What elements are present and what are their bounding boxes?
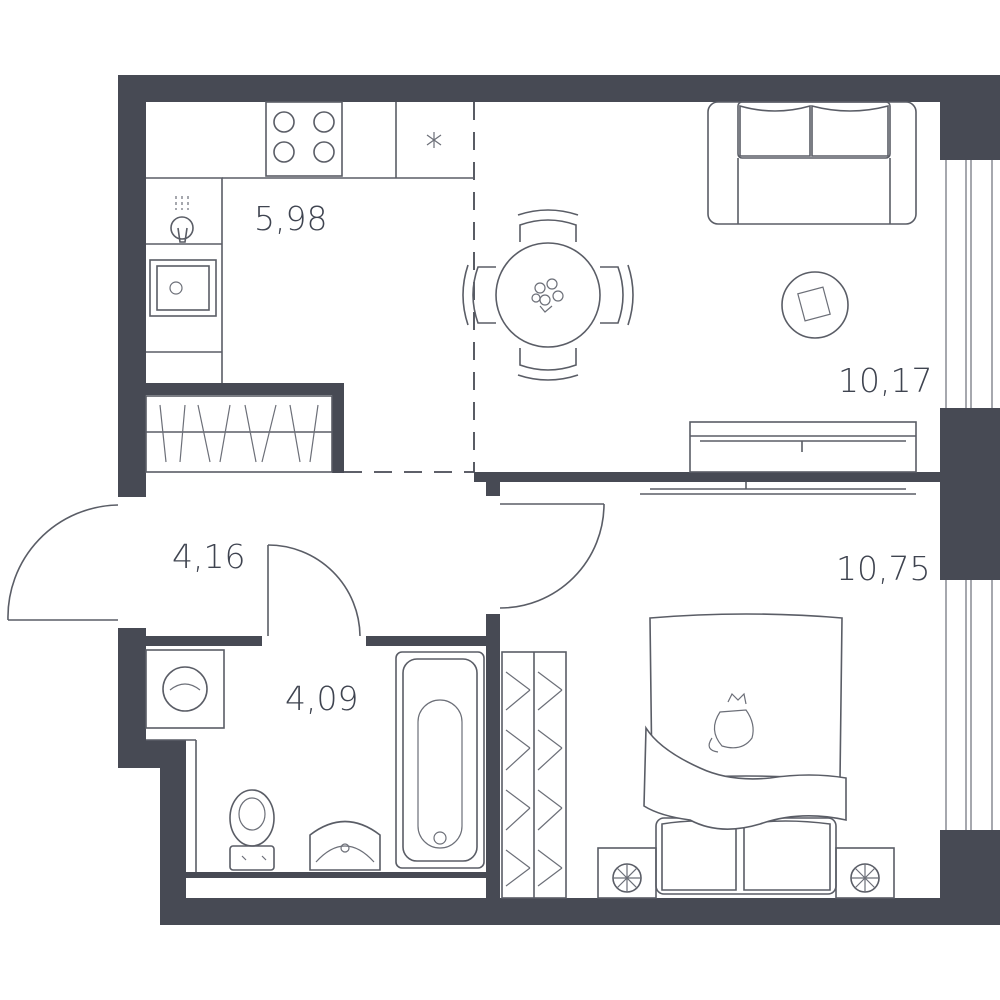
flowers-icon xyxy=(531,278,564,313)
kitchen-counter xyxy=(146,177,474,383)
chair-icon xyxy=(462,264,496,326)
tv-icon xyxy=(689,421,917,473)
cat-icon xyxy=(708,692,754,753)
walls xyxy=(118,75,1000,925)
bathtub-icon xyxy=(395,651,485,869)
fridge-icon xyxy=(395,102,442,178)
chair-icon xyxy=(517,209,579,242)
window-icon xyxy=(943,160,997,408)
bathroom-area-label: 4,09 xyxy=(285,679,358,718)
bedroom-area-label: 10,75 xyxy=(836,549,930,588)
door-icon xyxy=(7,504,119,621)
stove-icon xyxy=(265,101,343,177)
bedside-table-icon xyxy=(597,847,657,899)
chair-icon xyxy=(517,348,579,381)
washing-machine-icon xyxy=(145,649,225,729)
wardrobe-icon xyxy=(145,395,333,473)
faucet-icon xyxy=(146,196,222,245)
hall-area-label: 4,16 xyxy=(172,537,245,576)
door-icon xyxy=(267,544,361,637)
bedside-table-icon xyxy=(835,847,895,899)
sink-icon xyxy=(149,259,217,317)
round-table-icon xyxy=(495,242,601,348)
kitchen-area-label: 5,98 xyxy=(254,199,327,238)
coffee-table-icon xyxy=(781,271,849,339)
bed-icon xyxy=(643,613,847,895)
door-icon xyxy=(499,503,605,609)
toilet-icon xyxy=(229,789,275,871)
washbasin-icon xyxy=(309,820,381,871)
window-icon xyxy=(943,580,997,830)
chair-icon xyxy=(600,264,634,326)
wardrobe-icon xyxy=(501,651,567,899)
living-area-label: 10,17 xyxy=(838,361,932,400)
sofa-icon xyxy=(707,101,917,225)
tv-icon xyxy=(640,482,916,495)
